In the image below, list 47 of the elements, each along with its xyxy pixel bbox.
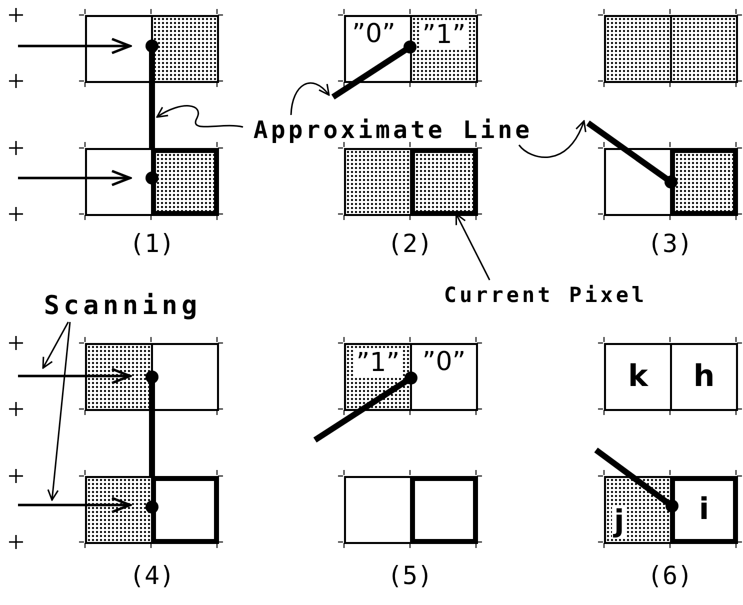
pixel-cell <box>151 343 219 411</box>
pixel-label: i <box>698 495 710 525</box>
leader-line <box>47 322 71 501</box>
pixel-cell <box>344 343 410 411</box>
pixel-cell <box>604 148 670 216</box>
current-pixel-cell <box>151 148 219 216</box>
leader-line <box>42 322 69 369</box>
pixel-cell <box>604 343 670 411</box>
leader-line <box>455 213 490 280</box>
current-pixel-cell <box>410 476 478 544</box>
panel-number: (5) <box>386 563 434 588</box>
callout-text: Scanning <box>35 290 210 322</box>
current-pixel-cell <box>410 148 478 216</box>
current-pixel-cell <box>151 476 219 544</box>
pixel-cell <box>410 343 478 411</box>
panel-number: (6) <box>646 563 694 588</box>
pixel-label: ”0” <box>422 349 466 375</box>
pixel-cell <box>344 148 410 216</box>
callout-text: Approximate Line <box>243 115 543 145</box>
pixel-cell <box>344 476 410 544</box>
pixel-cell <box>604 476 670 544</box>
pixel-label: h <box>693 362 715 392</box>
pixel-cell <box>670 15 738 83</box>
pixel-cell <box>151 15 219 83</box>
leader-line <box>290 82 330 116</box>
pixel-cell <box>85 15 151 83</box>
panel-number: (3) <box>646 231 694 256</box>
callout-text: Current Pixel <box>438 280 653 310</box>
pixel-cell <box>344 15 410 83</box>
leader-line <box>518 120 586 158</box>
panel-number: (4) <box>128 563 176 588</box>
pixel-label: ”1” <box>420 21 468 49</box>
panel-number: (1) <box>128 231 176 256</box>
pixel-cell <box>670 343 738 411</box>
panel-number: (2) <box>386 231 434 256</box>
current-pixel-cell <box>670 148 738 216</box>
pixel-label: ”0” <box>352 21 396 47</box>
pixel-cell <box>85 476 151 544</box>
pixel-cell <box>410 15 478 83</box>
pixel-label: ”1” <box>354 349 402 377</box>
current-pixel-cell <box>670 476 738 544</box>
leader-line <box>156 105 244 128</box>
pixel-label: j <box>612 506 626 538</box>
pixel-label: k <box>628 362 648 392</box>
pixel-cell <box>604 15 670 83</box>
pixel-cell <box>85 148 151 216</box>
pixel-cell <box>85 343 151 411</box>
